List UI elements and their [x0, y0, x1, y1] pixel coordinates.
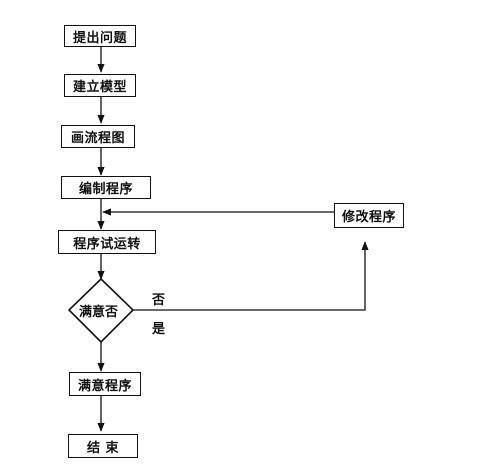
step-draw-flowchart: 画流程图: [61, 125, 135, 148]
step-satisfied-program: 满意程序: [69, 372, 141, 396]
connector-decision-to-modify: [133, 241, 369, 311]
step-build-model: 建立模型: [64, 74, 136, 97]
branch-label-no: 否: [152, 293, 166, 308]
branch-label-yes: 是: [152, 322, 166, 337]
modify-program-box: 修改程序: [334, 203, 404, 228]
decision-diamond: [67, 277, 135, 344]
step-write-program: 编制程序: [61, 176, 151, 199]
decision-label: 满意否: [79, 305, 119, 320]
step-end: 结 束: [68, 434, 138, 458]
step-trial-run: 程序试运转: [58, 230, 156, 254]
step-raise-problem: 提出问题: [64, 25, 136, 47]
